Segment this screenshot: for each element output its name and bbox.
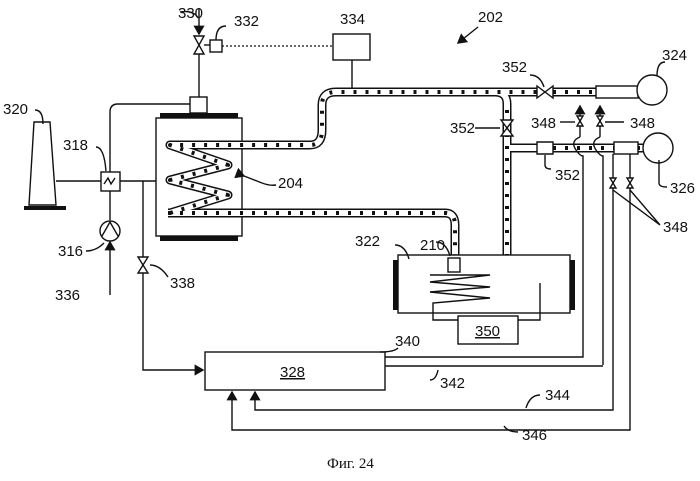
label-338: 338: [170, 275, 195, 292]
heat-exchanger-318: [96, 147, 120, 191]
label-326: 326: [670, 180, 695, 197]
label-342: 342: [440, 375, 465, 392]
label-348-left: 348: [531, 115, 556, 132]
pump-316: [86, 221, 120, 251]
label-322: 322: [355, 233, 380, 250]
label-318: 318: [63, 137, 88, 154]
label-348-lower: 348: [663, 219, 688, 236]
label-324: 324: [662, 47, 687, 64]
label-336: 336: [55, 287, 80, 304]
label-352-bottom: 352: [555, 167, 580, 184]
label-202: 202: [478, 9, 503, 26]
label-346: 346: [522, 427, 547, 444]
arrow-202: [458, 27, 478, 43]
label-320: 320: [3, 101, 28, 118]
figure-caption: Фиг. 24: [327, 456, 374, 472]
turbine-326: [614, 133, 673, 187]
label-344: 344: [545, 387, 570, 404]
label-340: 340: [395, 333, 420, 350]
label-328: 328: [280, 364, 305, 381]
chimney-320: [24, 110, 66, 210]
label-334: 334: [340, 11, 365, 28]
label-332: 332: [234, 13, 259, 30]
label-204: 204: [278, 175, 303, 192]
label-352-middle: 352: [450, 120, 475, 137]
turbine-324: [596, 62, 667, 105]
label-350: 350: [475, 323, 500, 340]
label-352-top: 352: [502, 59, 527, 76]
label-210: 210: [420, 237, 445, 254]
label-316: 316: [58, 243, 83, 260]
label-348-right: 348: [630, 115, 655, 132]
label-330: 330: [178, 5, 203, 22]
